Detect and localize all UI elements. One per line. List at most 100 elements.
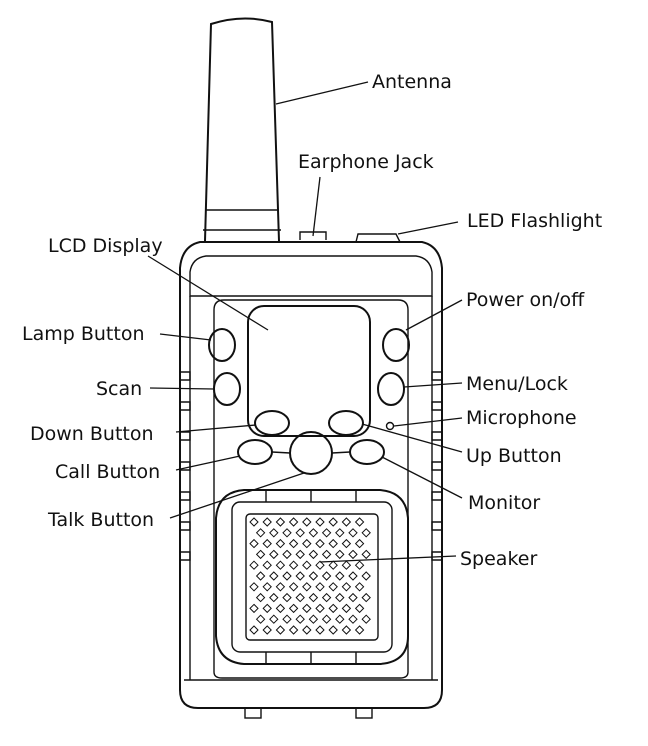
label-talk-button: Talk Button [47,509,154,531]
speaker-hole [335,571,345,581]
speaker-grille [215,489,409,665]
speaker-hole [275,582,286,592]
speaker-hole [249,517,259,527]
talk-call-link [271,451,291,454]
speaker-hole [249,625,259,635]
speaker-hole [354,582,365,592]
speaker-hole [282,592,292,603]
speaker-hole [308,614,319,624]
speaker-hole [361,549,371,560]
speaker-hole [302,603,312,614]
speaker-hole [255,571,266,581]
speaker-hole [288,625,299,635]
label-antenna: Antenna [372,71,452,93]
speaker-hole [255,592,266,603]
speaker-hole [262,582,272,592]
speaker-hole [269,592,279,603]
speaker-hole [328,560,338,570]
speaker-hole [328,625,338,635]
speaker-hole [341,517,352,527]
menu-lock-button[interactable] [377,372,405,406]
speaker-hole [295,614,305,624]
speaker-hole [249,603,259,614]
label-call-button: Call Button [55,461,160,483]
lamp-button[interactable] [208,328,236,362]
monitor-button[interactable] [349,439,385,465]
speaker-hole [282,571,292,581]
speaker-holes [249,517,371,635]
speaker-hole [328,603,338,614]
speaker-hole [321,571,332,581]
speaker-hole [354,625,365,635]
speaker-hole [328,517,338,527]
label-led-flashlight: LED Flashlight [467,210,602,232]
speaker-hole [361,614,371,624]
speaker-hole [335,614,345,624]
top-fittings [299,231,401,243]
speaker-hole [348,571,358,581]
speaker-hole [249,560,259,570]
speaker-hole [354,517,365,527]
speaker-hole [354,560,365,570]
speaker-hole [315,517,325,527]
speaker-hole [275,517,286,527]
antenna [203,17,281,242]
speaker-hole [321,592,332,603]
speaker-hole [275,625,286,635]
speaker-hole [262,538,272,549]
speaker-hole [295,528,305,538]
up-button[interactable] [328,410,364,436]
speaker-hole [275,538,286,549]
scan-button[interactable] [213,372,241,406]
speaker-hole [302,625,312,635]
speaker-hole [262,625,272,635]
speaker-hole [302,560,312,570]
speaker-hole [308,549,319,560]
left-grip [180,371,191,561]
speaker-hole [315,582,325,592]
speaker-hole [361,571,371,581]
speaker-hole [348,614,358,624]
speaker-hole [315,625,325,635]
speaker-hole [321,549,332,560]
speaker-hole [341,603,352,614]
speaker-hole [341,625,352,635]
speaker-hole [302,582,312,592]
speaker-hole [315,603,325,614]
speaker-hole [295,592,305,603]
label-microphone: Microphone [466,407,577,429]
talk-monitor-link [331,451,351,454]
speaker-hole [348,549,358,560]
speaker-hole [282,549,292,560]
speaker-hole [328,582,338,592]
speaker-hole [308,592,319,603]
label-menu-lock: Menu/Lock [466,373,568,395]
speaker-hole [275,603,286,614]
down-button[interactable] [254,410,290,436]
label-up-button: Up Button [466,445,562,467]
label-lcd-display: LCD Display [48,235,163,257]
speaker-hole [361,528,371,538]
speaker-hole [348,528,358,538]
speaker-hole [269,571,279,581]
power-button[interactable] [382,328,410,362]
speaker-hole [275,560,286,570]
speaker-hole [302,517,312,527]
label-power: Power on/off [466,289,585,311]
speaker-hole [335,549,345,560]
label-speaker: Speaker [460,548,537,570]
speaker-hole [255,549,266,560]
speaker-hole [262,603,272,614]
speaker-hole [348,592,358,603]
talk-button[interactable] [289,431,333,475]
radio-body [179,241,443,719]
call-button[interactable] [237,439,273,465]
speaker-hole [354,538,365,549]
speaker-hole [249,538,259,549]
speaker-hole [262,560,272,570]
label-scan: Scan [96,378,142,400]
speaker-hole [262,517,272,527]
right-grip [431,371,442,561]
